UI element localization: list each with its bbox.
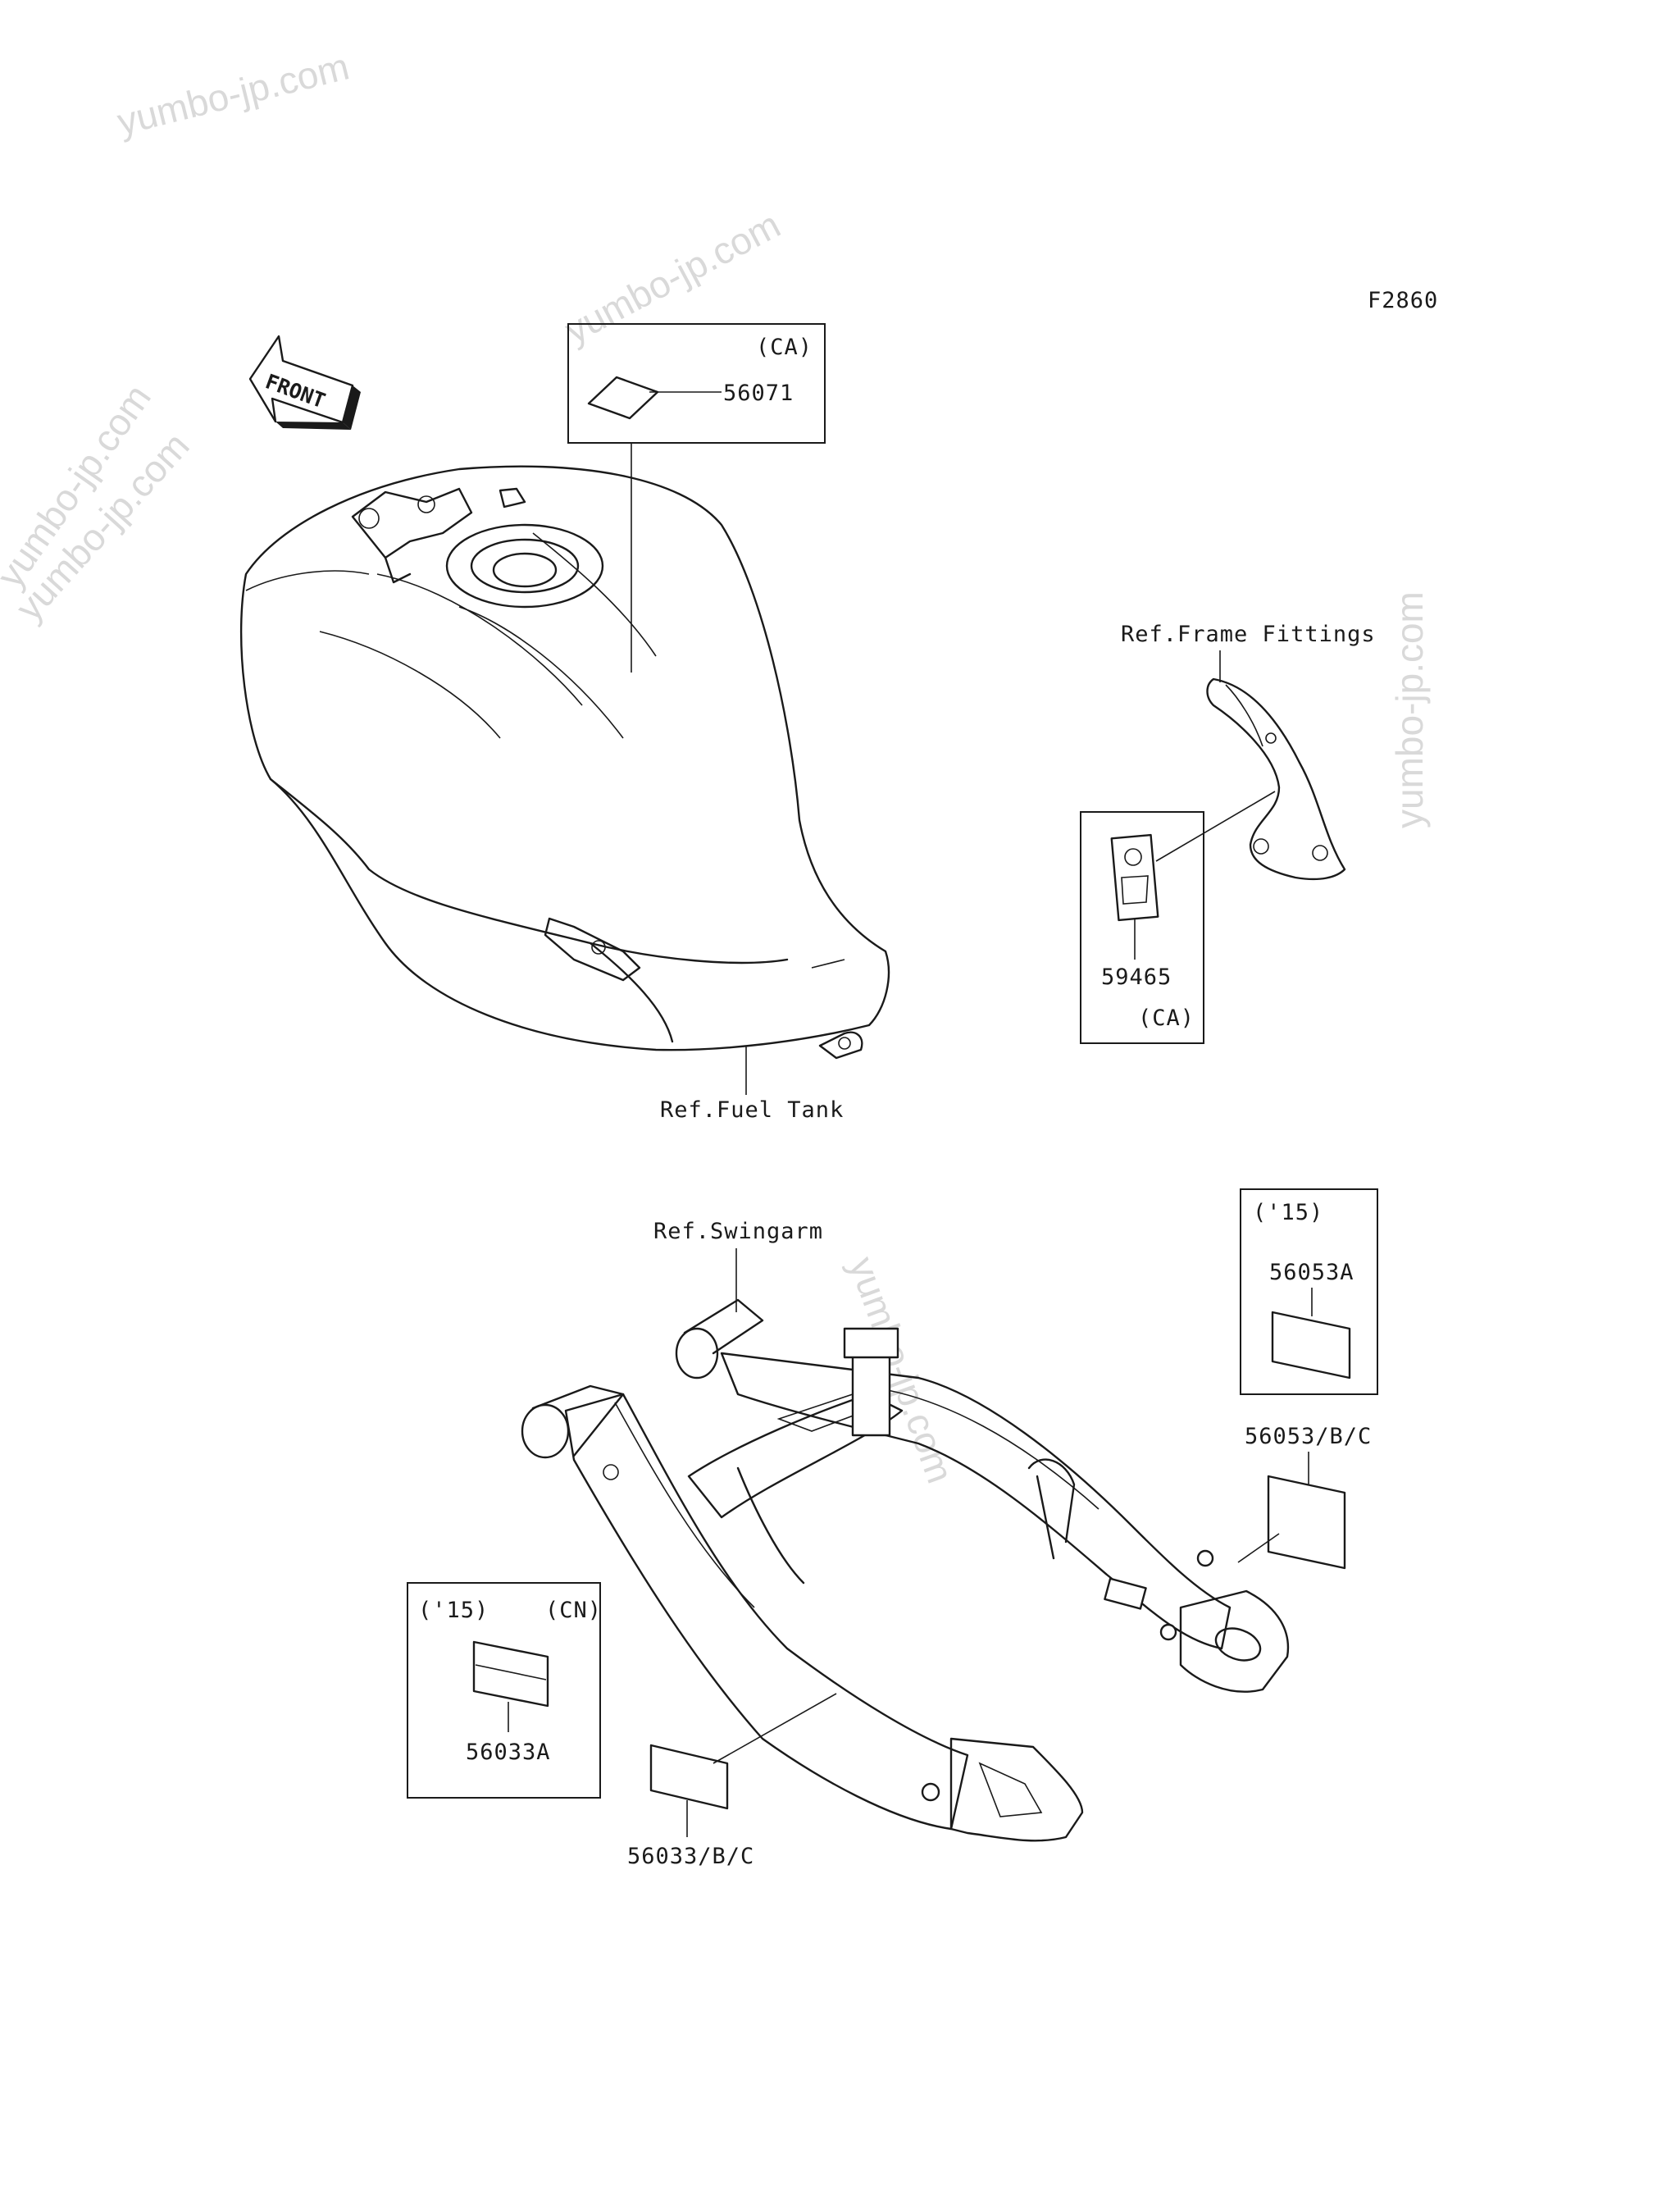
part-number: 56033/B/C [627, 1844, 754, 1869]
part-box-56053A: ('15) 56053A [1240, 1188, 1378, 1395]
watermark: yumbo-jp.com [113, 44, 353, 143]
part-box-59465: 59465 (CA) [1080, 791, 1276, 1044]
figure-code: F2860 [1368, 288, 1438, 313]
part-qualifier: ('15) [418, 1598, 489, 1623]
part-box-56071: (CA) 56071 [567, 323, 826, 673]
watermark: yumbo-jp.com [1388, 591, 1431, 828]
ref-swingarm: Ref.Swingarm [653, 1219, 823, 1244]
part-number: 56071 [723, 381, 794, 406]
swingarm-drawing [521, 1298, 1290, 1842]
part-number: 56053/B/C [1245, 1424, 1372, 1449]
watermark: yumbo-jp.com [558, 203, 786, 352]
fuel-tank-drawing [239, 465, 890, 1060]
part-qualifier: (CA) [756, 335, 813, 360]
watermarks: yumbo-jp.com yumbo-jp.com yumbo-jp.com y… [0, 44, 1431, 1489]
part-label-56033-b-c: 56033/B/C [627, 1693, 837, 1869]
ref-frame-fittings: Ref.Frame Fittings [1121, 622, 1376, 647]
part-qualifier: ('15) [1253, 1200, 1323, 1225]
part-qualifier: (CN) [545, 1598, 602, 1623]
frame-fitting-drawing [1206, 677, 1346, 881]
part-box-56033A: ('15) (CN) 56033A [407, 1582, 602, 1799]
part-number: 59465 [1101, 964, 1172, 990]
part-qualifier: (CA) [1138, 1006, 1195, 1031]
part-number: 56033A [466, 1740, 551, 1765]
front-arrow-icon: FRONT [248, 335, 361, 430]
part-number: 56053A [1269, 1260, 1354, 1285]
part-label-56053-b-c: 56053/B/C [1237, 1424, 1372, 1570]
ref-fuel-tank: Ref.Fuel Tank [660, 1097, 844, 1123]
